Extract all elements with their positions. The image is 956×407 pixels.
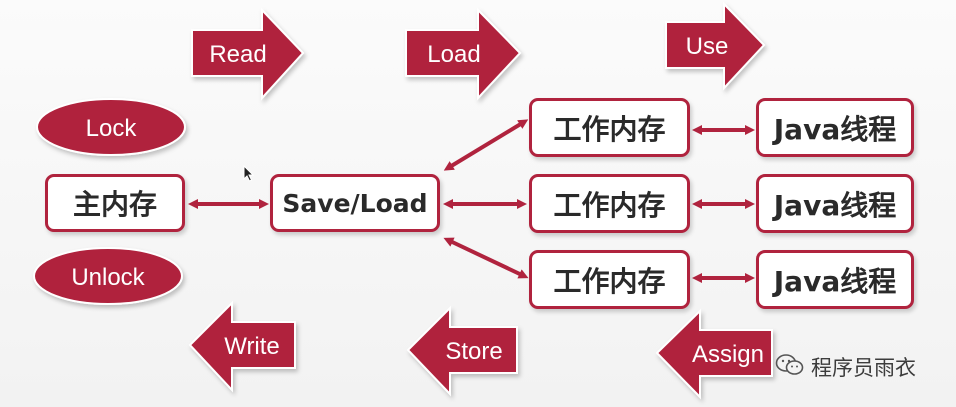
unlock-label: Unlock [71, 264, 145, 291]
use-label: Use [686, 33, 729, 60]
watermark: 程序员雨衣 [775, 352, 916, 382]
java-thread-box: Java线程 [756, 174, 914, 233]
wechat-icon [775, 353, 811, 382]
write-label: Write [224, 333, 280, 360]
java-thread-box: Java线程 [756, 98, 914, 157]
java-thread-label: Java线程 [773, 112, 897, 146]
working-memory-label: 工作内存 [553, 264, 666, 298]
java-thread-label: Java线程 [773, 188, 897, 222]
load-label: Load [427, 41, 480, 68]
read-arrow: Read [191, 7, 305, 101]
store-arrow: Store [406, 305, 518, 397]
watermark-text: 程序员雨衣 [811, 356, 916, 380]
working-memory-box: 工作内存 [529, 174, 690, 233]
assign-arrow: Assign [655, 308, 773, 400]
working-memory-box: 工作内存 [529, 98, 690, 157]
read-label: Read [209, 41, 266, 68]
cursor-icon [243, 164, 255, 188]
save-load-label: Save/Load [282, 188, 428, 218]
working-memory-label: 工作内存 [553, 188, 666, 222]
assign-label: Assign [692, 341, 764, 368]
connector-saveload-working-3 [443, 237, 529, 279]
unlock-oval: Unlock [33, 247, 183, 305]
java-thread-label: Java线程 [773, 264, 897, 298]
working-memory-box: 工作内存 [529, 250, 690, 309]
main-memory-label: 主内存 [72, 188, 157, 221]
working-memory-label: 工作内存 [553, 112, 666, 146]
write-arrow: Write [188, 300, 296, 393]
lock-oval: Lock [36, 98, 186, 156]
java-thread-box: Java线程 [756, 250, 914, 309]
save-load-box: Save/Load [270, 174, 440, 232]
lock-label: Lock [86, 115, 138, 142]
store-label: Store [445, 338, 502, 365]
load-arrow: Load [405, 7, 522, 101]
use-arrow: Use [665, 1, 766, 91]
main-memory-box: 主内存 [45, 174, 185, 232]
connector-saveload-working-1 [443, 119, 529, 171]
